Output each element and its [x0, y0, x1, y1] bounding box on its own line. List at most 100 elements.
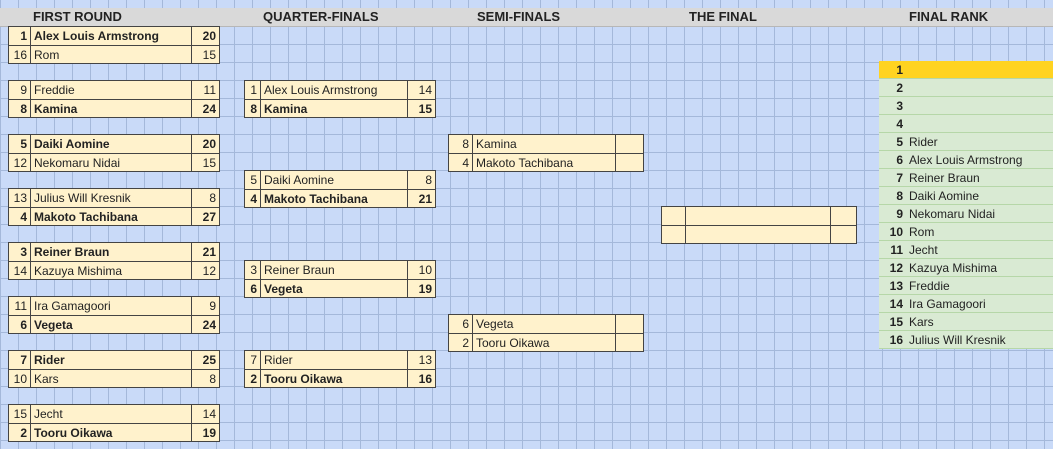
score-cell[interactable]: 24	[191, 100, 219, 118]
seed-cell[interactable]	[662, 226, 686, 244]
seed-cell[interactable]: 4	[449, 154, 473, 172]
player-name-cell[interactable]: Tooru Oikawa	[264, 372, 343, 386]
score-cell[interactable]: 15	[191, 154, 219, 172]
score-cell[interactable]	[615, 334, 643, 352]
rank-player-name[interactable]: Kazuya Mishima	[909, 261, 998, 275]
player-name-cell[interactable]: Makoto Tachibana	[476, 156, 574, 170]
score-cell[interactable]: 8	[191, 370, 219, 388]
score-cell[interactable]: 19	[407, 280, 435, 298]
rank-row[interactable]: 1	[879, 61, 1053, 79]
seed-cell[interactable]: 3	[245, 261, 261, 279]
score-cell[interactable]	[615, 154, 643, 172]
seed-cell[interactable]: 4	[9, 208, 31, 226]
seed-cell[interactable]: 1	[9, 27, 31, 45]
score-cell[interactable]: 27	[191, 208, 219, 226]
seed-cell[interactable]: 9	[9, 81, 31, 99]
player-name-cell[interactable]: Kamina	[264, 102, 308, 116]
player-name-cell[interactable]: Makoto Tachibana	[264, 192, 368, 206]
score-cell[interactable]	[830, 226, 856, 244]
seed-cell[interactable]: 11	[9, 297, 31, 315]
seed-cell[interactable]: 5	[245, 171, 261, 189]
seed-cell[interactable]	[662, 207, 686, 225]
seed-cell[interactable]: 7	[9, 351, 31, 369]
score-cell[interactable]: 14	[407, 81, 435, 99]
player-name-cell[interactable]: Rider	[34, 353, 65, 367]
player-name-cell[interactable]: Daiki Aomine	[264, 173, 335, 187]
player-row[interactable]	[662, 225, 856, 244]
rank-player-name[interactable]: Julius Will Kresnik	[909, 333, 1006, 347]
player-name-cell[interactable]: Freddie	[34, 83, 75, 97]
rank-player-name[interactable]: Kars	[909, 315, 934, 329]
seed-cell[interactable]: 3	[9, 243, 31, 261]
player-name-cell[interactable]: Kamina	[476, 137, 517, 151]
seed-cell[interactable]: 10	[9, 370, 31, 388]
player-name-cell[interactable]: Vegeta	[476, 317, 514, 331]
seed-cell[interactable]: 13	[9, 189, 31, 207]
seed-cell[interactable]: 8	[449, 135, 473, 153]
seed-cell[interactable]: 15	[9, 405, 31, 423]
rank-player-name[interactable]: Nekomaru Nidai	[909, 207, 996, 221]
score-cell[interactable]: 11	[191, 81, 219, 99]
player-name-cell[interactable]: Makoto Tachibana	[34, 210, 138, 224]
seed-cell[interactable]: 2	[449, 334, 473, 352]
score-cell[interactable]: 15	[191, 46, 219, 64]
score-cell[interactable]: 9	[191, 297, 219, 315]
rank-row[interactable]: 3	[879, 97, 1053, 115]
player-name-cell[interactable]: Kars	[34, 372, 59, 386]
score-cell[interactable]: 13	[407, 351, 435, 369]
player-name-cell[interactable]: Tooru Oikawa	[34, 426, 113, 440]
seed-cell[interactable]: 14	[9, 262, 31, 280]
rank-player-name[interactable]: Alex Louis Armstrong	[909, 153, 1023, 167]
player-name-cell[interactable]: Vegeta	[264, 282, 303, 296]
player-row[interactable]	[662, 207, 856, 225]
score-cell[interactable]: 10	[407, 261, 435, 279]
rank-player-name[interactable]: Ira Gamagoori	[909, 297, 986, 311]
player-name-cell[interactable]	[686, 207, 829, 225]
player-name-cell[interactable]: Rider	[264, 353, 293, 367]
score-cell[interactable]: 14	[191, 405, 219, 423]
seed-cell[interactable]: 2	[245, 370, 261, 388]
player-name-cell[interactable]	[686, 226, 829, 244]
score-cell[interactable]: 21	[407, 190, 435, 208]
rank-player-name[interactable]: Reiner Braun	[909, 171, 980, 185]
player-name-cell[interactable]: Reiner Braun	[264, 263, 335, 277]
score-cell[interactable]: 19	[191, 424, 219, 442]
score-cell[interactable]: 8	[191, 189, 219, 207]
seed-cell[interactable]: 6	[245, 280, 261, 298]
score-cell[interactable]: 16	[407, 370, 435, 388]
player-name-cell[interactable]: Rom	[34, 48, 60, 62]
